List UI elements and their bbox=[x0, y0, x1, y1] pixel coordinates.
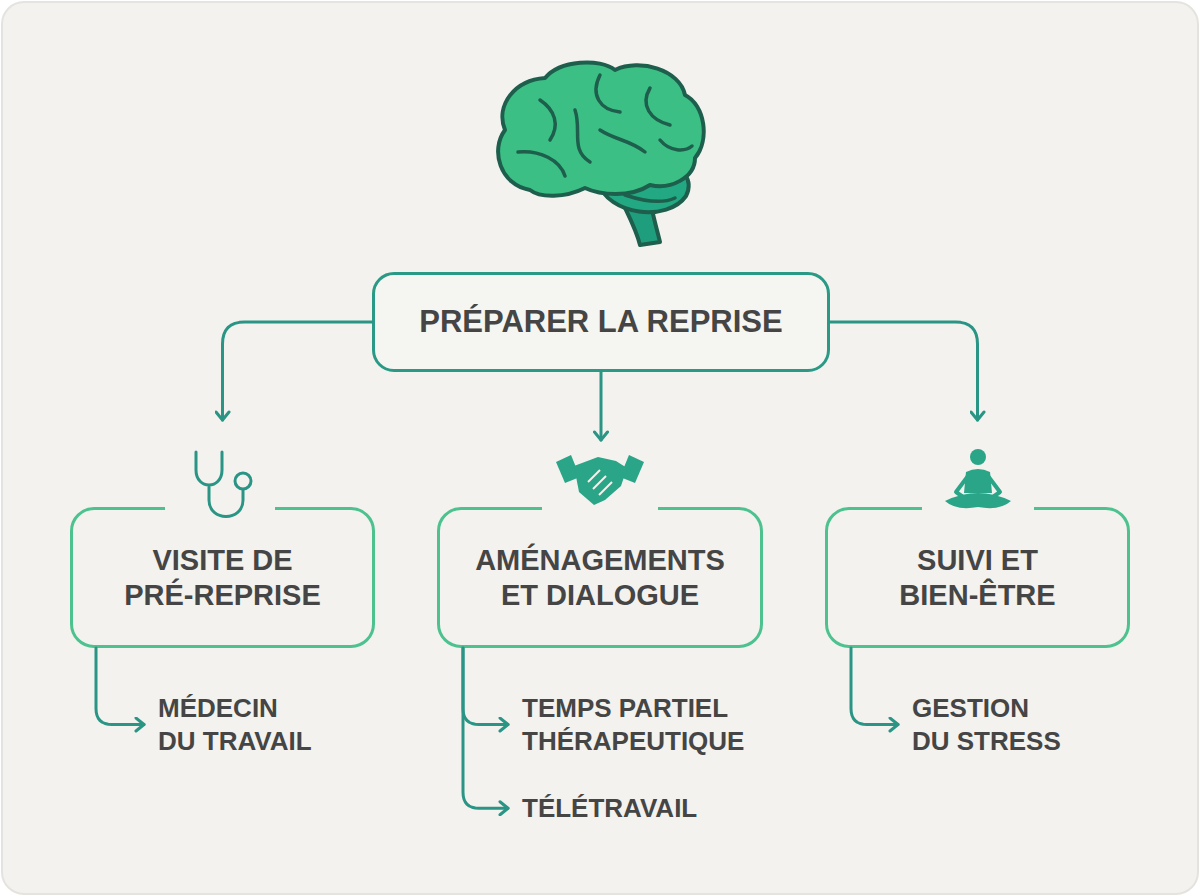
root-box: PRÉPARER LA REPRISE bbox=[372, 272, 830, 372]
finger-lines bbox=[588, 470, 612, 495]
fold bbox=[575, 110, 590, 162]
connector-arrow bbox=[600, 372, 603, 440]
arm bbox=[988, 476, 1000, 499]
node-label: MÉDECIN DU TRAVAIL bbox=[158, 692, 319, 757]
node-label: TEMPS PARTIEL THÉRAPEUTIQUE bbox=[522, 692, 752, 757]
fold bbox=[540, 100, 555, 140]
brain-illustration bbox=[498, 62, 704, 245]
process-box: SUIVI ET BIEN-ÊTRE bbox=[825, 507, 1130, 648]
stethoscope-icon bbox=[196, 452, 251, 517]
node-label: GESTION DU STRESS bbox=[912, 692, 1067, 757]
fold bbox=[596, 75, 620, 112]
finger-line bbox=[593, 476, 606, 489]
connector-arrow bbox=[463, 648, 508, 725]
brain-folds bbox=[518, 75, 692, 201]
fold bbox=[518, 152, 565, 176]
connector-arrow bbox=[851, 648, 898, 725]
head bbox=[970, 449, 986, 465]
stethoscope-earpieces bbox=[196, 452, 222, 485]
finger-line bbox=[599, 482, 612, 495]
connector-arrow bbox=[463, 648, 508, 808]
leaf-item: TEMPS PARTIEL THÉRAPEUTIQUE bbox=[522, 692, 752, 757]
node-label: VISITE DE PRÉ-REPRISE bbox=[120, 543, 325, 613]
fold bbox=[600, 130, 645, 152]
leaf-item: MÉDECIN DU TRAVAIL bbox=[158, 692, 319, 757]
fold bbox=[660, 140, 692, 150]
process-box: VISITE DE PRÉ-REPRISE bbox=[70, 507, 375, 648]
node-label: AMÉNAGEMENTS ET DIALOGUE bbox=[460, 543, 740, 613]
torso bbox=[964, 469, 992, 493]
arm bbox=[956, 476, 968, 499]
node-label: TÉLÉTRAVAIL bbox=[522, 792, 697, 825]
finger-line bbox=[588, 470, 600, 482]
leaf-item: GESTION DU STRESS bbox=[912, 692, 1067, 757]
arms bbox=[956, 476, 1000, 499]
border-gap bbox=[165, 499, 275, 515]
connector-arrow bbox=[223, 322, 373, 420]
node-label: SUIVI ET BIEN-ÊTRE bbox=[883, 543, 1073, 613]
fold bbox=[625, 195, 675, 201]
node-label: PRÉPARER LA REPRISE bbox=[419, 303, 782, 340]
fold bbox=[646, 88, 670, 125]
stethoscope-chestpiece bbox=[235, 473, 251, 489]
stethoscope-tube bbox=[209, 487, 243, 517]
connector-arrow bbox=[830, 322, 978, 420]
process-box: AMÉNAGEMENTS ET DIALOGUE bbox=[437, 507, 763, 648]
handshake-icon bbox=[556, 455, 644, 505]
cerebrum bbox=[498, 62, 704, 195]
meditation-icon bbox=[945, 449, 1011, 508]
legs bbox=[945, 493, 1011, 508]
connector-arrow bbox=[96, 648, 144, 725]
leaf-item: TÉLÉTRAVAIL bbox=[522, 792, 697, 825]
hands bbox=[574, 457, 627, 505]
